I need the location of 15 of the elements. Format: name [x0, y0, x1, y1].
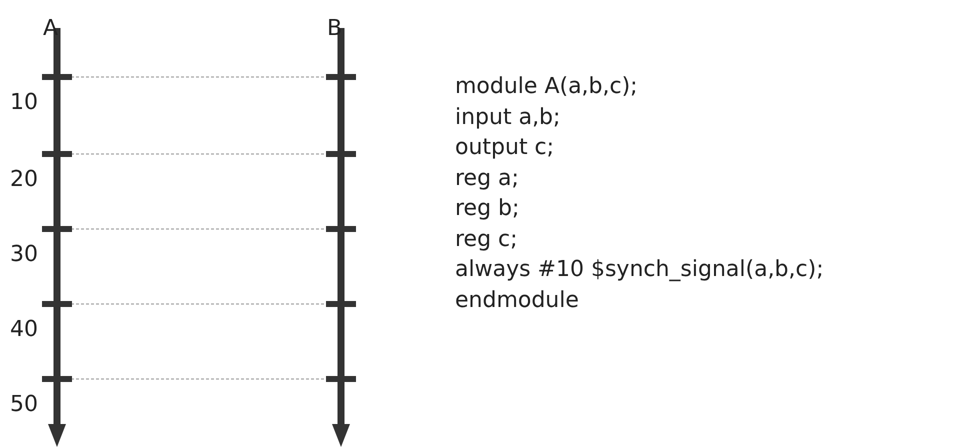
code-line: reg b; [455, 196, 520, 222]
timeline-name: A [43, 16, 58, 42]
code-line: input a,b; [455, 104, 560, 130]
code-line: reg a; [455, 166, 519, 192]
code-line: output c; [455, 135, 554, 161]
code-line: endmodule [455, 288, 579, 314]
time-tick-label: 10 [10, 90, 38, 116]
time-tick-label: 20 [10, 167, 38, 193]
code-line: reg c; [455, 226, 518, 252]
timeline-name: B [327, 16, 342, 42]
code-line: module A(a,b,c); [455, 74, 638, 100]
time-tick-label: 50 [10, 392, 38, 418]
time-tick-label: 30 [10, 242, 38, 268]
code-line: always #10 $synch_signal(a,b,c); [455, 257, 824, 283]
time-tick-label: 40 [10, 317, 38, 343]
